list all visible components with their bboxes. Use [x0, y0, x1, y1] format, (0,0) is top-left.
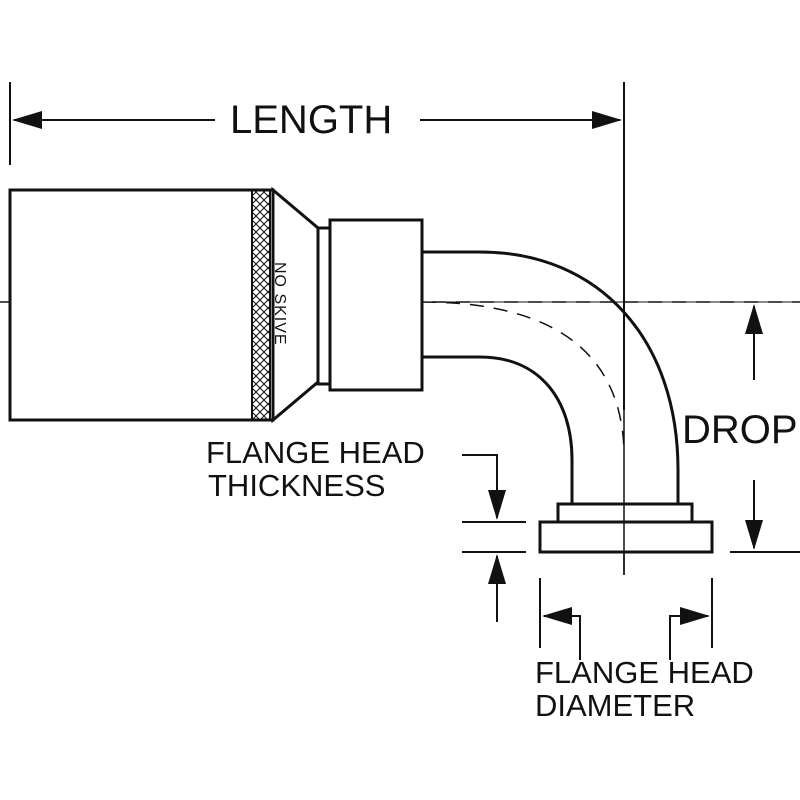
length-arrowhead-right	[592, 111, 622, 129]
drop-arrowhead-top	[745, 304, 763, 334]
elbow-outer-wall	[422, 250, 680, 504]
ferrule-shell	[8, 188, 275, 422]
flange-head	[538, 502, 714, 575]
flange-plate	[538, 520, 714, 554]
flange-head-thickness-label-line2: THICKNESS	[208, 468, 386, 503]
flange-head-diameter-label-line2: DIAMETER	[535, 688, 696, 723]
elbow-centerline	[421, 301, 625, 451]
no-skive-label: NO SKIVE	[271, 262, 288, 346]
knurl-band	[251, 189, 271, 421]
drop-dimension	[730, 304, 800, 553]
thickness-arrowhead-top	[488, 490, 506, 520]
drop-label: DROP	[682, 408, 798, 452]
diameter-leader-right	[669, 615, 708, 660]
elbow-tube	[421, 250, 680, 575]
diameter-arrowhead-right	[680, 607, 710, 625]
flange-thickness-dimension	[462, 454, 526, 622]
diameter-leader-left	[544, 615, 581, 660]
lock-ring	[316, 226, 332, 386]
fitting-body	[8, 186, 424, 424]
diameter-arrowhead-left	[542, 607, 572, 625]
flange-diameter-dimension	[539, 578, 713, 660]
length-arrowhead-left	[12, 111, 42, 129]
elbow-inner-wall	[422, 355, 574, 504]
thickness-arrowhead-bottom	[488, 554, 506, 584]
hex-nut	[328, 218, 424, 392]
flange-head-diameter-label-line1: FLANGE HEAD	[535, 655, 754, 690]
length-label: LENGTH	[230, 98, 393, 142]
thickness-leader-top	[462, 454, 498, 518]
flange-neck	[556, 502, 694, 524]
drop-arrowhead-bottom	[745, 520, 763, 550]
flange-head-thickness-label-line1: FLANGE HEAD	[206, 435, 425, 470]
